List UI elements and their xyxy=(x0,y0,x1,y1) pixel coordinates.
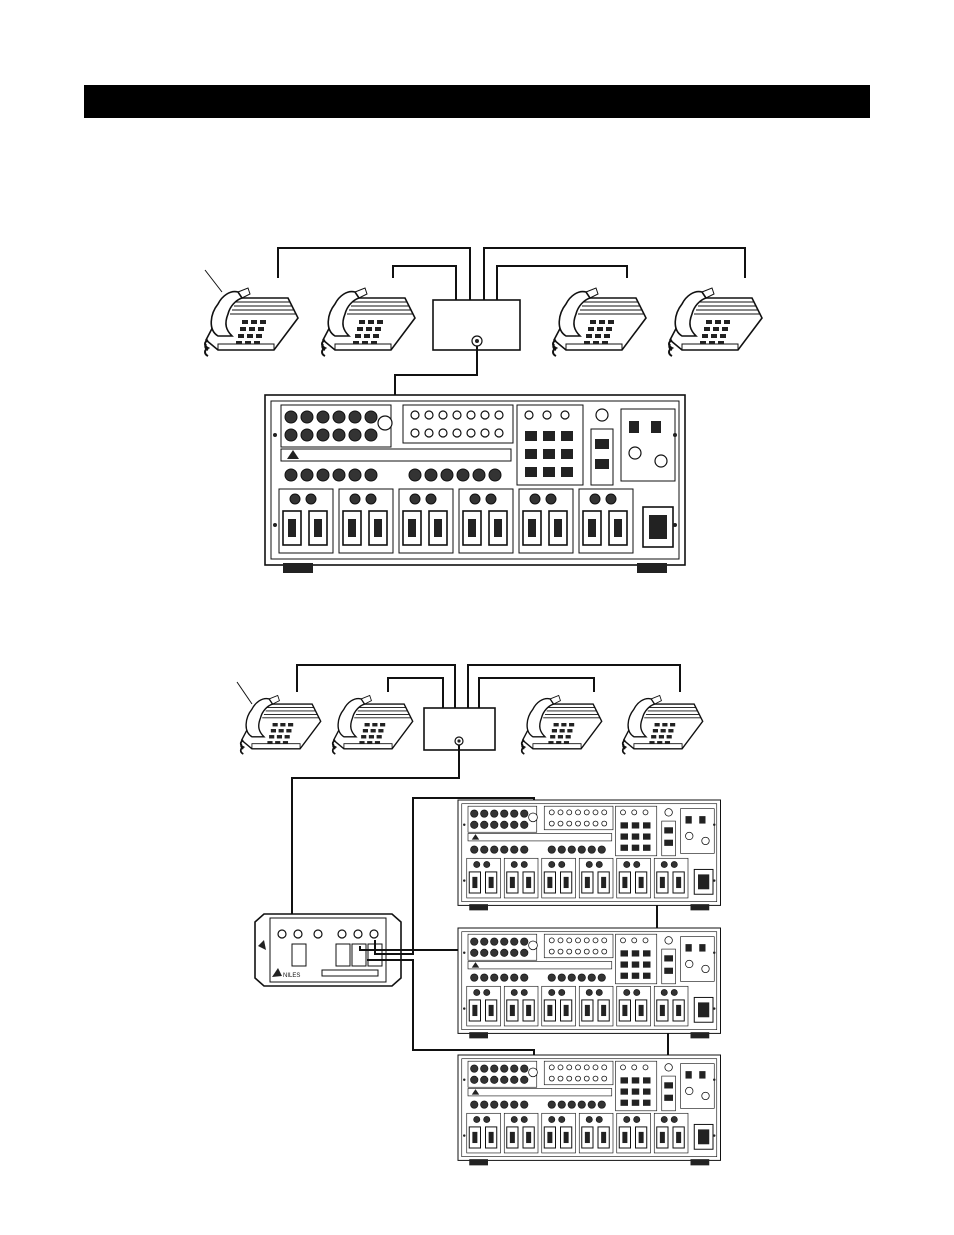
diagram-1 xyxy=(205,248,762,573)
telephone-icon xyxy=(333,695,413,753)
telephone-icon xyxy=(669,288,762,356)
telephone-icon xyxy=(205,288,298,356)
receiver-icon xyxy=(265,395,685,573)
receiver-icon xyxy=(458,1055,721,1165)
module-brand: NILES xyxy=(283,973,300,979)
telephone-icon xyxy=(623,695,703,753)
telephone-icon xyxy=(322,288,415,356)
diagram-2: NILES xyxy=(237,665,721,1165)
telephone-icon xyxy=(553,288,646,356)
receiver-icon xyxy=(458,928,721,1038)
telephone-icon xyxy=(522,695,602,753)
receiver-icon xyxy=(458,800,721,910)
telephone-icon xyxy=(241,695,321,753)
